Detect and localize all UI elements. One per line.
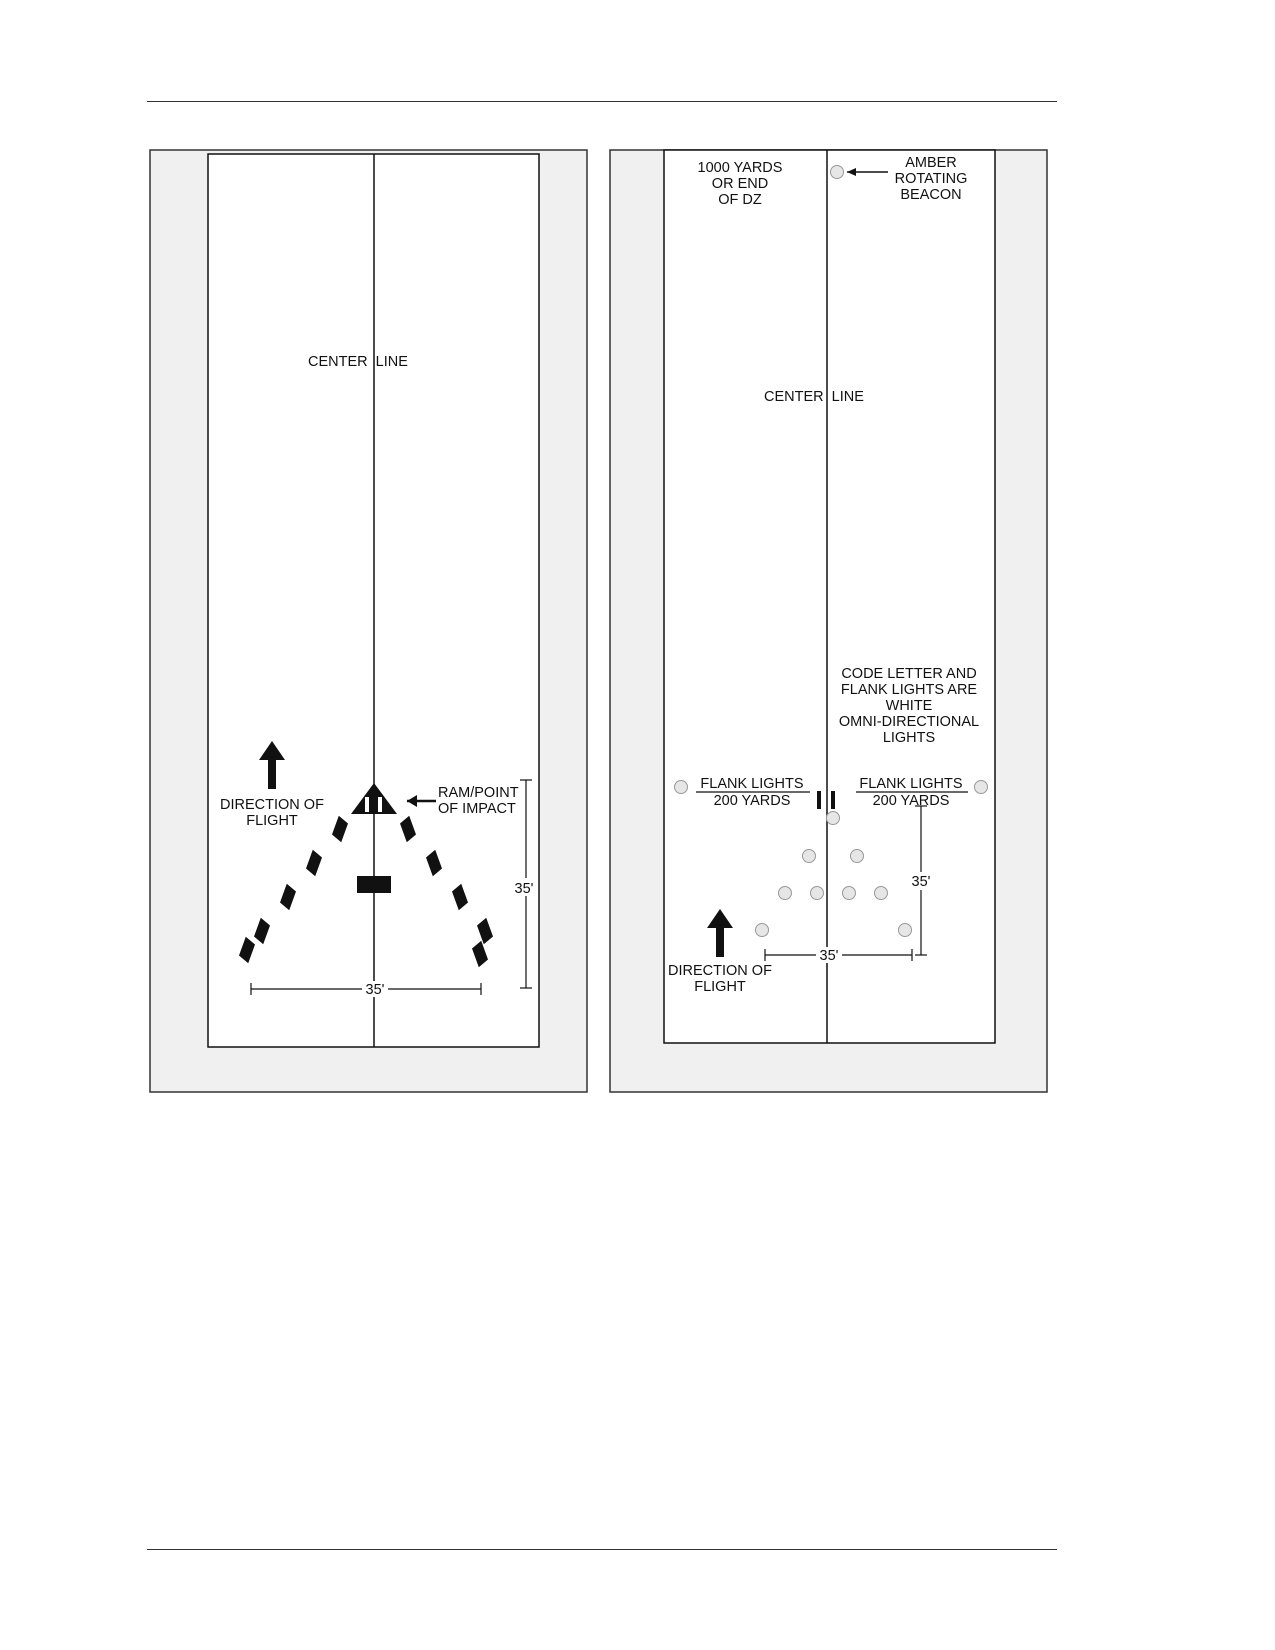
end-of-dz-label-line2: OR END [712, 176, 768, 192]
flank-right-label-line1: FLANK LIGHTS [859, 776, 962, 792]
right-diagonal-panels [400, 815, 493, 968]
ram-label-line2: OF IMPACT [438, 801, 516, 817]
beacon-label-line2: ROTATING [895, 171, 968, 187]
flank-left-label-line1: FLANK LIGHTS [700, 776, 803, 792]
right-direction-label-line2: FLIGHT [694, 979, 746, 995]
bottom-rule [147, 1549, 1057, 1550]
left-direction-arrow [259, 741, 285, 789]
end-of-dz-label-line3: OF DZ [718, 192, 762, 208]
top-rule [147, 101, 1057, 102]
left-direction-label-line2: FLIGHT [246, 813, 298, 829]
flank-right-label-line2: 200 YARDS [873, 793, 950, 809]
right-horizontal-dim-label: 35' [820, 948, 839, 964]
code-light [826, 811, 840, 825]
code-light [874, 886, 888, 900]
beacon-label-line3: BEACON [900, 187, 961, 203]
end-of-dz-label-line1: 1000 YARDS [698, 160, 783, 176]
code-note-line3: WHITE [886, 698, 933, 714]
left-vertical-dim-label: 35' [515, 881, 534, 897]
flank-light-right [974, 780, 988, 794]
right-center-line-label: CENTER LINE [764, 389, 864, 405]
left-horizontal-dim-label: 35' [366, 982, 385, 998]
right-vertical-dim-bg [908, 872, 934, 890]
left-center-line-label: CENTER LINE [308, 354, 408, 370]
code-note-line5: LIGHTS [883, 730, 935, 746]
flank-light-left [674, 780, 688, 794]
code-letter-bar-left [817, 791, 821, 809]
ram-pointer-arrow [407, 795, 436, 807]
code-light [778, 886, 792, 900]
right-direction-label-line1: DIRECTION OF [668, 963, 772, 979]
code-note-line1: CODE LETTER AND [841, 666, 976, 682]
code-light [802, 849, 816, 863]
flank-left-label-line2: 200 YARDS [714, 793, 791, 809]
right-vertical-dim-label: 35' [912, 874, 931, 890]
code-note-line4: OMNI-DIRECTIONAL [839, 714, 979, 730]
code-light [850, 849, 864, 863]
ram-label-line1: RAM/POINT [438, 785, 519, 801]
beacon-label-line1: AMBER [905, 155, 957, 171]
ram-triangle-marker [351, 783, 397, 814]
right-drop-zone [663, 149, 996, 1044]
right-direction-arrow [707, 909, 733, 957]
left-horizontal-dim-bg [362, 981, 388, 997]
left-panel: CENTER LINE DIRECTION OF FLIGHT RAM/POIN… [149, 149, 588, 1093]
beacon-pointer-arrow [847, 168, 888, 176]
left-vertical-dim-bg [512, 878, 538, 896]
right-horizontal-dim-bg [816, 947, 842, 963]
code-light [810, 886, 824, 900]
left-diagonal-panels [239, 815, 348, 964]
right-panel: 1000 YARDS OR END OF DZ AMBER ROTATING B… [609, 149, 1048, 1093]
code-light [755, 923, 769, 937]
code-letter-panel [357, 876, 391, 893]
code-light [898, 923, 912, 937]
left-direction-label-line1: DIRECTION OF [220, 797, 324, 813]
code-letter-bar-right [831, 791, 835, 809]
code-note-line2: FLANK LIGHTS ARE [841, 682, 978, 698]
code-light-pattern [755, 811, 912, 937]
amber-beacon-light [830, 165, 844, 179]
code-light [842, 886, 856, 900]
